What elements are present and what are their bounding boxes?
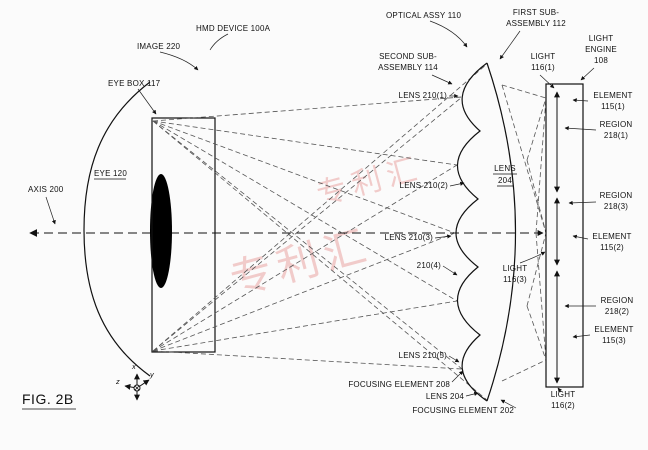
label-region2-1: REGION (601, 296, 634, 305)
label-axis: AXIS 200 (28, 185, 64, 194)
label-hmd-device: HMD DEVICE 100A (196, 24, 271, 33)
label-light2-1: LIGHT (551, 390, 576, 399)
label-first-sub-1: FIRST SUB- (513, 8, 559, 17)
label-lens210-3: LENS 210(3) (385, 233, 434, 242)
label-image: IMAGE 220 (137, 42, 181, 51)
leader-second-sub (431, 74, 453, 85)
leader-focusing208 (451, 370, 464, 383)
label-light-engine-3: 108 (594, 56, 608, 65)
label-light3-2: 116(3) (503, 275, 527, 284)
lens204-scalloped-surface (455, 62, 488, 402)
label-element1-1: ELEMENT (593, 91, 632, 100)
leader-lens210-3 (434, 234, 452, 239)
label-optical-assy: OPTICAL ASSY 110 (386, 11, 461, 20)
figure-labels: HMD DEVICE 100A IMAGE 220 EYE BOX 117 EY… (22, 8, 634, 415)
leader-region3 (568, 200, 597, 205)
eye-lens-shape (150, 174, 172, 288)
leader-element2 (572, 234, 589, 240)
label-light3-1: LIGHT (503, 264, 528, 273)
leader-first-sub (499, 30, 521, 60)
label-light1-2: 116(1) (531, 63, 555, 72)
leader-eyebox (137, 88, 157, 115)
label-light-engine-1: LIGHT (589, 34, 614, 43)
leader-lens210-2 (449, 181, 465, 187)
label-lens210-5: LENS 210(5) (399, 351, 448, 360)
leader-lens210-4 (442, 265, 458, 276)
lens204-right-surface (486, 62, 517, 402)
label-second-sub-2: ASSEMBLY 114 (378, 63, 438, 72)
label-first-sub-2: ASSEMBLY 112 (506, 19, 566, 28)
leader-element1 (572, 98, 589, 103)
label-light2-2: 116(2) (551, 401, 575, 410)
label-region1-2: 218(1) (604, 131, 628, 140)
eye-box-rect (151, 117, 216, 353)
leader-lens204-bottom (465, 391, 479, 397)
label-eye-box: EYE BOX 117 (108, 79, 161, 88)
label-axis-y: y (149, 370, 155, 379)
leader-light2 (557, 387, 562, 393)
label-lens210-1: LENS 210(1) (399, 91, 448, 100)
label-light-engine-2: ENGINE (585, 45, 617, 54)
eye-outline (83, 81, 151, 377)
leader-hmd (209, 33, 229, 51)
leader-light1 (539, 74, 555, 89)
label-region3-2: 218(3) (604, 202, 628, 211)
label-light1-1: LIGHT (531, 52, 556, 61)
leader-lens210-5 (448, 355, 460, 363)
ray-bundle-eyebox-to-lens (152, 63, 488, 401)
light-engine-rect (545, 83, 584, 388)
label-element3-2: 115(3) (602, 336, 626, 345)
label-element1-2: 115(1) (601, 102, 625, 111)
label-second-sub-1: SECOND SUB- (379, 52, 437, 61)
label-lens204-2: 204 (498, 176, 512, 185)
label-axis-z: z (115, 377, 120, 386)
label-region3-1: REGION (600, 191, 633, 200)
label-lens210-2: LENS 210(2) (400, 181, 449, 190)
label-region2-2: 218(2) (605, 307, 629, 316)
leader-light-engine (580, 67, 595, 81)
leader-axis (45, 196, 56, 225)
leader-region1 (564, 126, 597, 131)
leader-lines (45, 20, 597, 409)
label-element2-2: 115(2) (600, 243, 624, 252)
leader-element3 (572, 334, 591, 339)
label-element2-1: ELEMENT (592, 232, 631, 241)
leader-optical-assy (429, 20, 468, 48)
label-focusing202: FOCUSING ELEMENT 202 (412, 406, 514, 415)
figure-number: FIG. 2B (22, 391, 74, 407)
label-eye: EYE 120 (94, 169, 127, 178)
label-axis-x: x (131, 362, 136, 371)
leader-focusing202 (500, 399, 517, 409)
label-region1-1: REGION (600, 120, 633, 129)
label-lens204-bottom: LENS 204 (426, 392, 464, 401)
label-lens210-4: 210(4) (417, 261, 441, 270)
coordinate-axes-icon (124, 373, 150, 401)
label-lens204-1: LENS (494, 164, 516, 173)
ray-bundle-lens-to-lightengine (501, 84, 547, 382)
label-focusing208: FOCUSING ELEMENT 208 (348, 380, 450, 389)
label-element3-1: ELEMENT (594, 325, 633, 334)
leader-light3 (519, 251, 546, 264)
leader-image (159, 51, 199, 71)
